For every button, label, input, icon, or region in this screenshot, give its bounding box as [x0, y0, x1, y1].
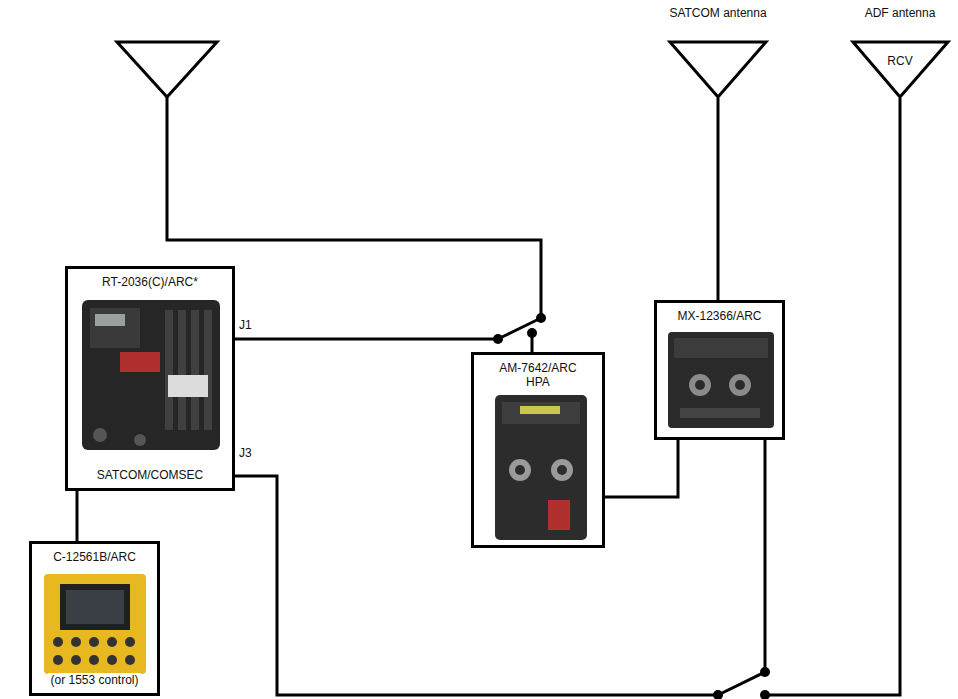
node-subtitle: SATCOM/COMSEC	[95, 468, 205, 482]
node-title: SATCOM antenna	[660, 6, 776, 20]
wire	[765, 97, 900, 695]
wire	[234, 338, 498, 341]
wire	[167, 97, 541, 318]
wire	[234, 476, 718, 695]
node-title: ADF antenna	[843, 6, 957, 20]
node-title: C-12561B/ARC	[53, 550, 136, 564]
switch-dot	[493, 334, 503, 344]
control-box: C-12561B/ARC (or 1553 control)	[29, 541, 160, 696]
cable-line	[605, 440, 678, 497]
cable-line	[76, 491, 79, 541]
control-head-photo	[44, 574, 146, 674]
switch-blade	[718, 672, 765, 695]
node-subtitle: RCV	[843, 54, 957, 68]
coupler-box: MX-12366/ARC	[654, 300, 785, 440]
amplifier-box: AM-7642/ARC HPA	[471, 352, 605, 548]
antenna-symbol	[117, 42, 217, 97]
node-subtitle: (or 1553 control)	[48, 673, 140, 687]
node-title: MX-12366/ARC	[677, 309, 761, 323]
radio-photo	[82, 300, 220, 450]
switch-dot	[760, 667, 770, 677]
antenna-node: SATCOM antenna	[660, 2, 776, 97]
connector-pin-name: J3	[239, 446, 252, 460]
switch-dot	[713, 690, 723, 699]
switch-dot	[536, 313, 546, 323]
node-title: AM-7642/ARC HPA	[494, 361, 582, 389]
connector-pin-name: J1	[239, 318, 252, 332]
wire	[764, 440, 767, 672]
switch-blade	[498, 318, 541, 339]
coupler-photo	[668, 332, 774, 428]
switch-dot	[527, 328, 537, 338]
cable-line	[717, 97, 720, 300]
radio-box: RT-2036(C)/ARC* SATCOM/COMSEC	[65, 266, 235, 491]
node-title: RT-2036(C)/ARC*	[102, 275, 198, 289]
switch-dot	[760, 690, 770, 699]
amplifier-photo	[495, 395, 587, 540]
antenna-node: ADF antennaRCV	[843, 2, 957, 97]
